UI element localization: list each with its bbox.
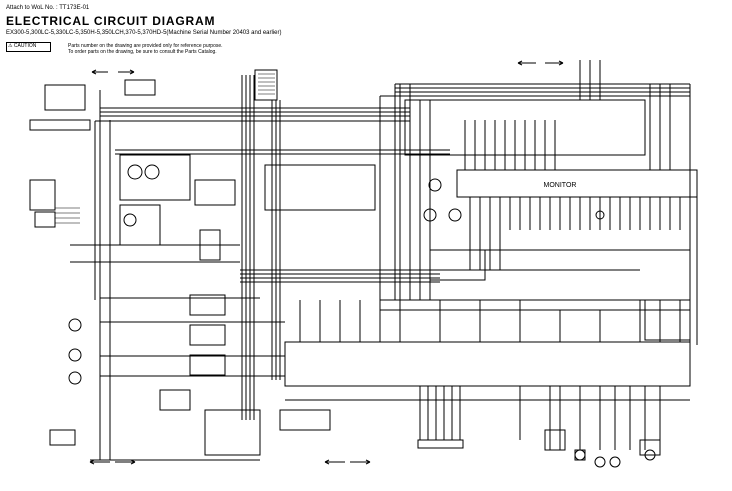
caution-label-text: CAUTION [13,43,37,49]
battery-component [29,179,56,211]
caution-line-1: Parts number on the drawing are provided… [68,43,223,49]
caution-box [6,42,51,52]
diagram-title: ELECTRICAL CIRCUIT DIAGRAM [6,14,216,28]
monitor-label: MONITOR [544,182,577,189]
attach-note: Attach to WoL No. : TT173E-01 [6,5,90,11]
controller-box [284,341,691,387]
monitor-unit [456,169,698,198]
caution-line-2: To order parts on the drawing, be sure t… [68,49,217,55]
caution-label: ⚠ CAUTION [8,42,36,50]
diagram-subtitle: EX300-5,300LC-5,330LC-5,350H-5,350LCH,37… [6,30,282,36]
warning-icon: ⚠ [8,43,13,49]
caution-text: Parts number on the drawing are provided… [68,43,308,55]
